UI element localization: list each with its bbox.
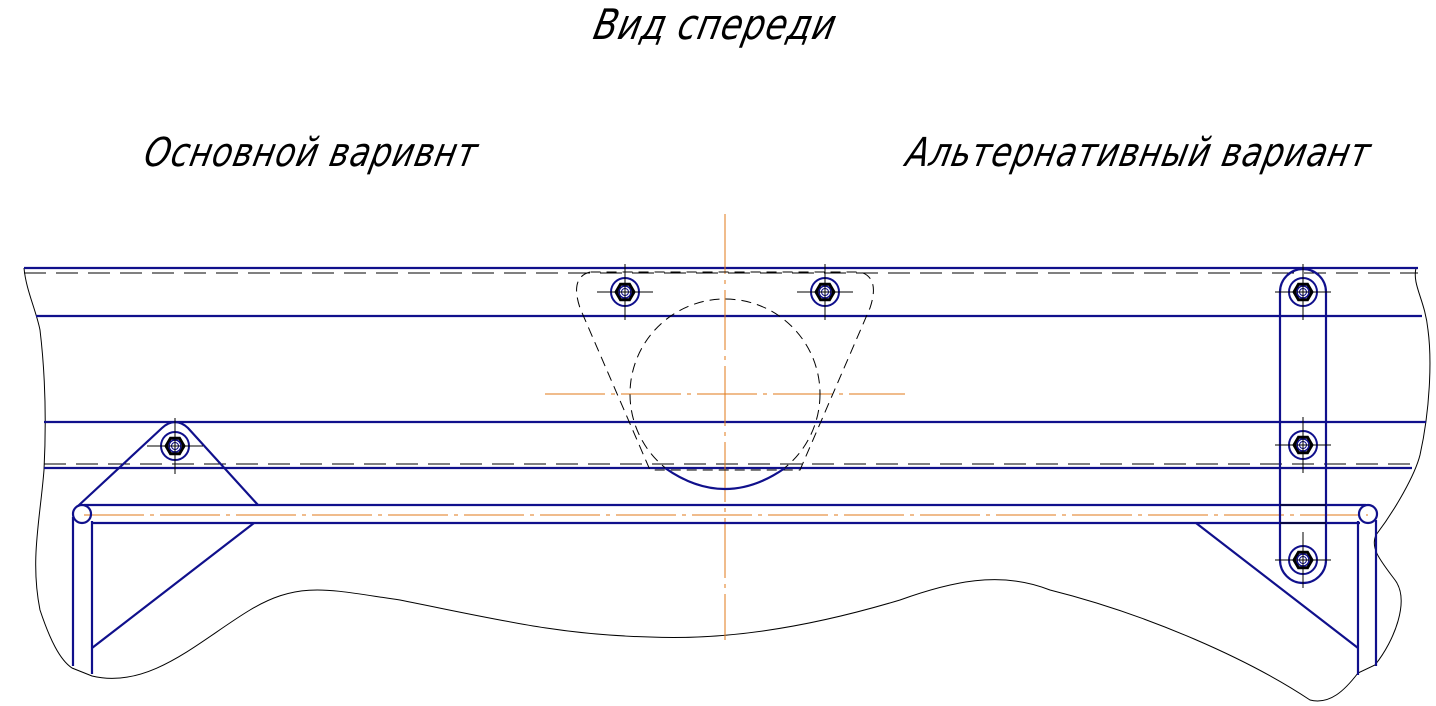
tube [71,503,1379,525]
right-support [1195,520,1378,675]
hole-visible-arc [664,467,786,491]
main-beam [24,266,1426,470]
bolt-icon [145,416,205,476]
bolt-icon [1273,262,1333,322]
left-support [71,420,259,674]
break-lines [23,267,1431,702]
bolt-icon [1273,530,1333,590]
hidden-lines [24,272,1418,465]
bolt-icon [1273,415,1333,475]
center-lines [84,214,1368,640]
alt-strap-thin [1280,504,1326,524]
